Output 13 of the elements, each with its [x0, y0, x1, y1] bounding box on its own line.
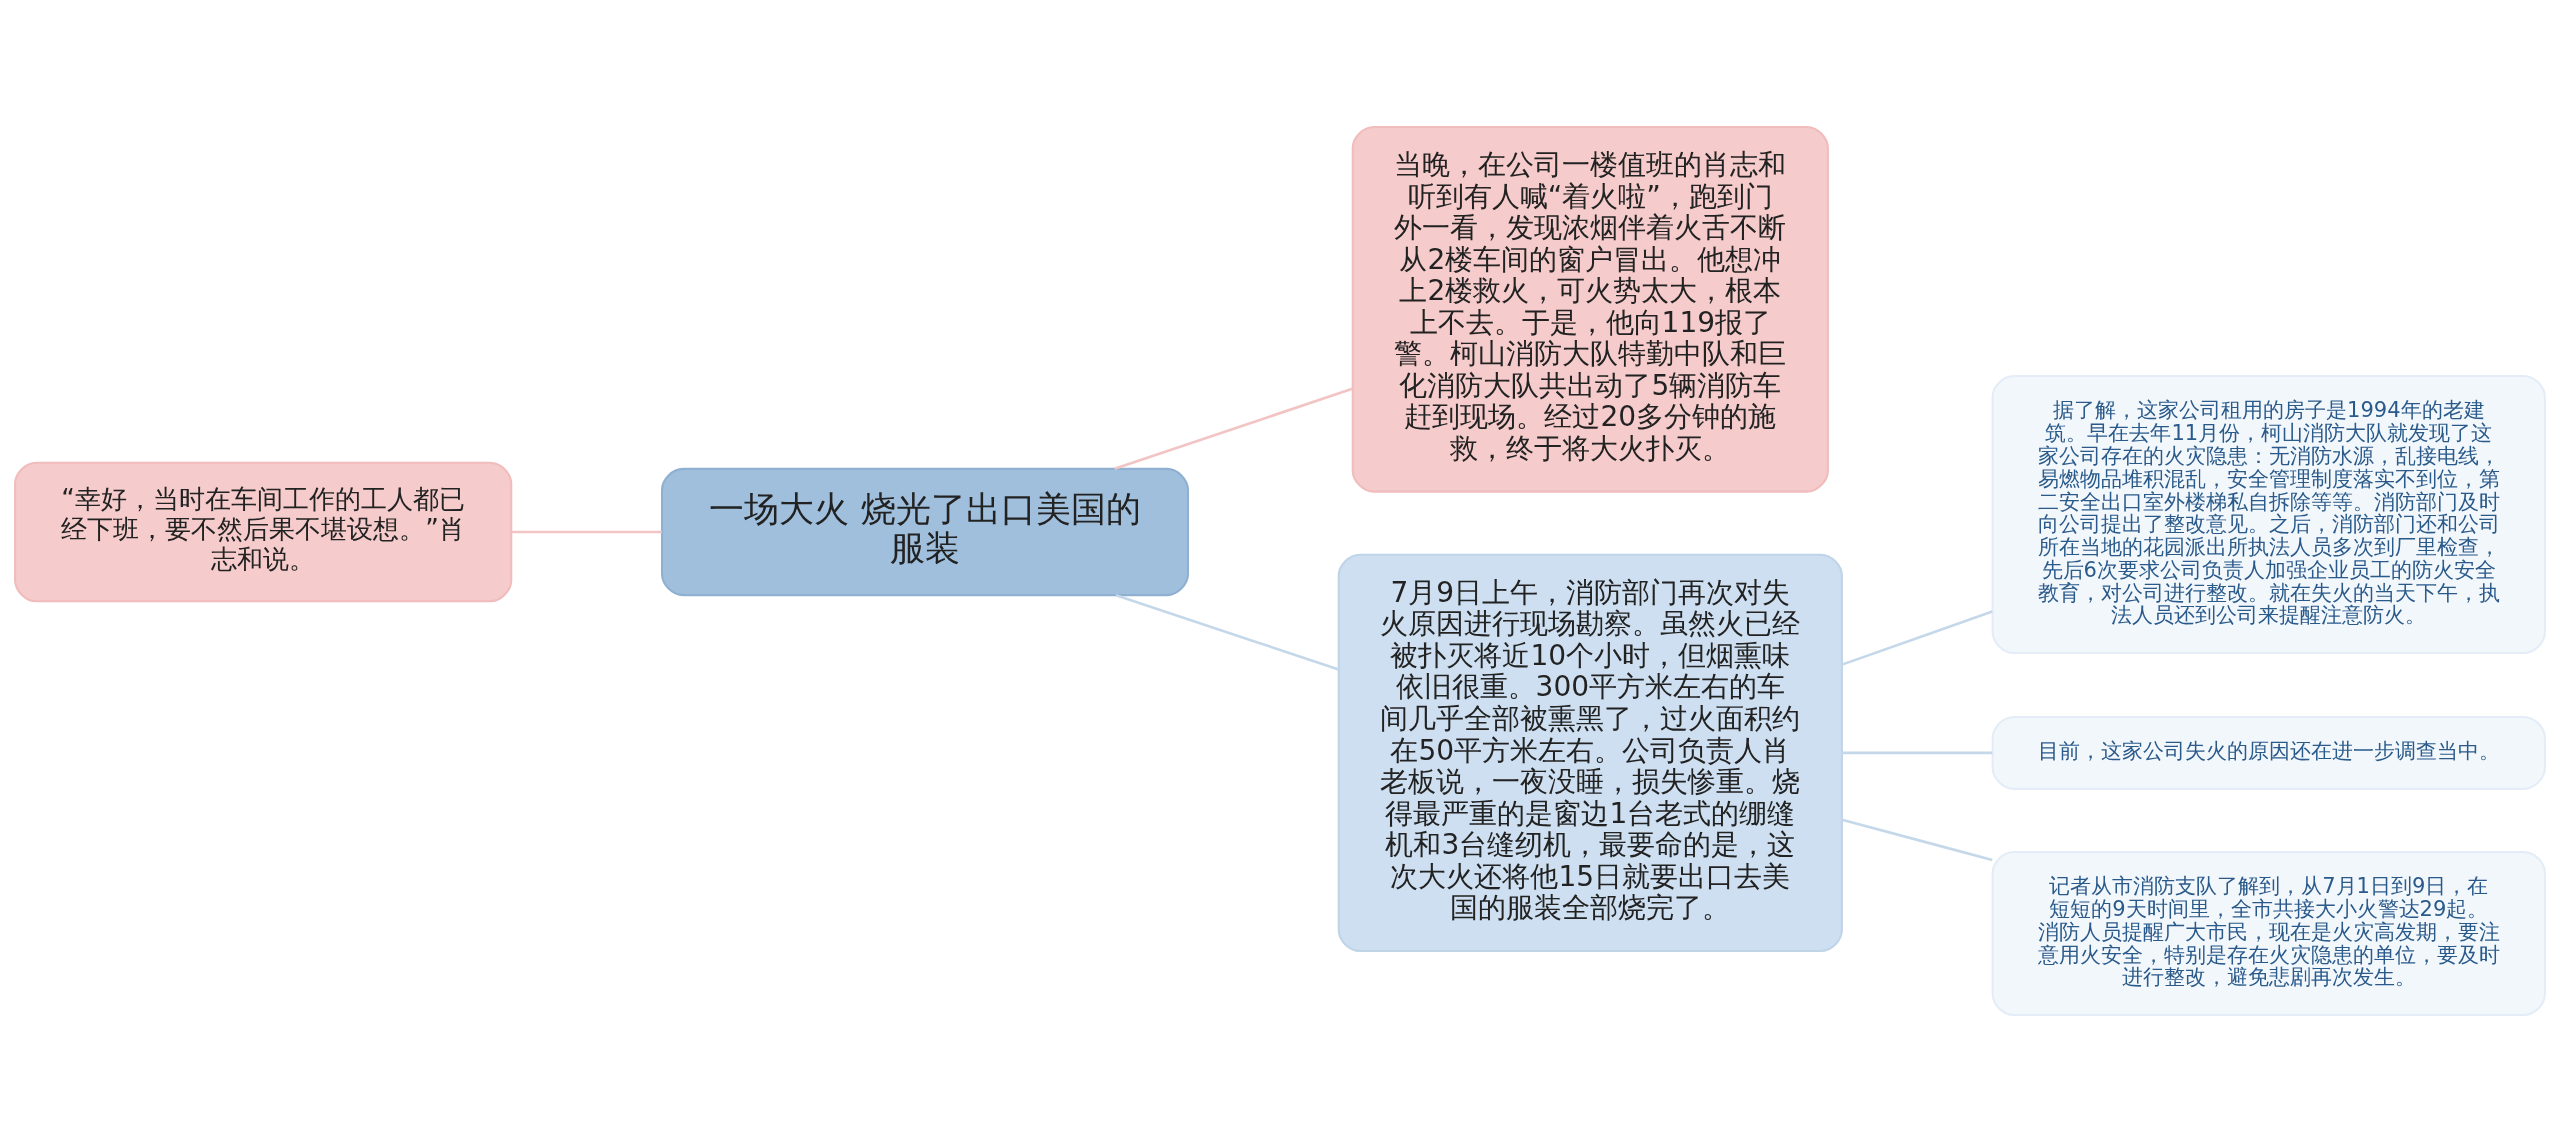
node-box: “幸好，当时在车间工作的工人都已经下班，要不然后果不堪设想。”肖志和说。: [14, 461, 513, 603]
node-box: 当晚，在公司一楼值班的肖志和听到有人喊“着火啦”，跑到门外一看，发现浓烟伴着火舌不断从2楼车间的窗户冒出。他想冲上2楼救火，可火势太大，根本上不去。于是，他向119报了警。柯山消防大队特勤中队和巨化消防大队共出动了5辆消防车赶到现场。经过20多分钟的施救，终于将大火扑灭。: [1351, 125, 1829, 493]
connector: [1114, 387, 1353, 471]
node-box: 记者从市消防支队了解到，从7月1日到9日，在短短的9天时间里，全市共接大小火警达29起。消防人员提醒广大市民，现在是火灾高发期，要注意用火安全，特别是存在火灾隐患的单位，要及时进行整改，避免悲剧再次发生。: [1991, 850, 2546, 1017]
node-box: 7月9日上午，消防部门再次对失火原因进行现场勘察。虽然火已经被扑灭将近10个小时，但烟熏味依旧很重。300平方米左右的车间几乎全部被熏黑了，过火面积约在50平方米左右。公司负责人肖老板说，一夜没睡，损失惨重。烧得最严重的是窗边1台老式的绷缝机和3台缝纫机，最要命的是，这次大火还将他15日就要出口去美国的服装全部烧完了。: [1337, 553, 1843, 953]
node-box: 据了解，这家公司租用的房子是1994年的老建筑。早在去年11月份，柯山消防大队就发现了这家公司存在的火灾隐患：无消防水源，乱接电线，易燃物品堆积混乱，安全管理制度落实不到位，第二安全出口室外楼梯私自拆除等等。消防部门及时向公司提出了整改意见。之后，消防部门还和公司所在当地的花园派出所执法人员多次到厂里检查，先后6次要求公司负责人加强企业员工的防火安全教育，对公司进行整改。就在失火的当天下午，执法人员还到公司来提醒注意防火。: [1991, 374, 2546, 654]
connector: [511, 530, 662, 534]
connector: [1841, 818, 1993, 862]
connector: [1841, 751, 1993, 755]
connector: [1841, 610, 1993, 666]
node-box: 一场大火 烧光了出口美国的服装: [660, 467, 1189, 597]
connector: [1115, 593, 1340, 671]
node-box: 目前，这家公司失火的原因还在进一步调查当中。: [1991, 715, 2546, 790]
